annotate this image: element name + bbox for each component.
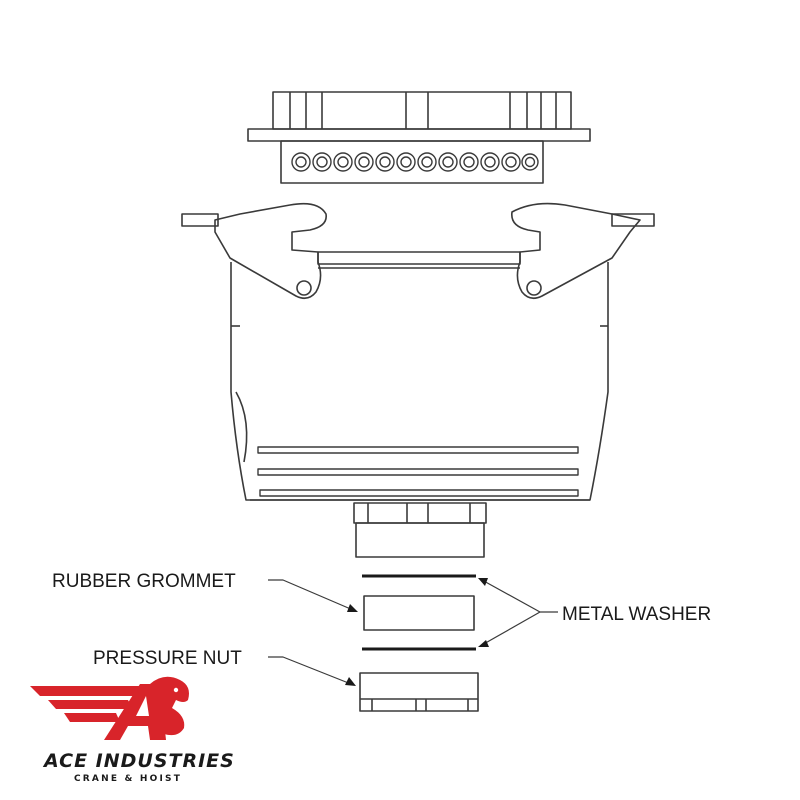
pressure-nut-label: PRESSURE NUT: [93, 648, 242, 669]
nut-arrowhead: [345, 677, 356, 686]
connector-insert: [247, 91, 591, 184]
grommet-arrowhead: [347, 604, 358, 612]
rubber-grommet: [363, 595, 475, 631]
connector-hood: [181, 202, 655, 558]
logo-name: ACE INDUSTRIES: [42, 750, 235, 772]
washer-bottom-arrowhead: [478, 640, 489, 647]
washer-top-arrowhead: [478, 578, 488, 586]
leader-lines: [268, 579, 558, 685]
ace-industries-logo: ACE INDUSTRIES CRANE & HOIST: [30, 676, 235, 784]
pressure-nut: [359, 672, 479, 712]
metal-washer-label: METAL WASHER: [562, 604, 711, 625]
rubber-grommet-label: RUBBER GROMMET: [52, 571, 236, 592]
contact-pins: [291, 152, 539, 172]
logo-tagline: CRANE & HOIST: [74, 774, 182, 784]
